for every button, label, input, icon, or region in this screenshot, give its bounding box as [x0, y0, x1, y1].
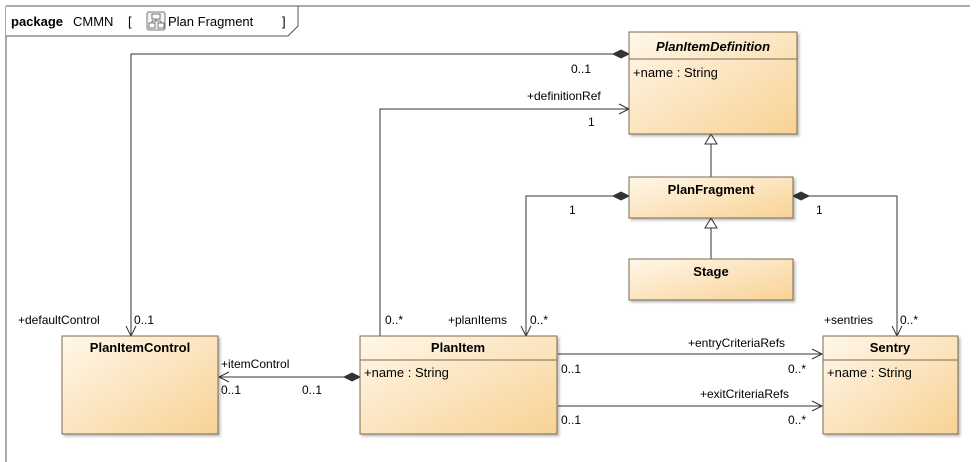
multiplicity-label: 1: [816, 203, 823, 217]
multiplicity-label: 0..1: [561, 413, 581, 427]
class-name: PlanItemDefinition: [656, 39, 770, 54]
generalization-arrow: [704, 217, 718, 229]
multiplicity-label: 1: [588, 115, 595, 129]
class-name: PlanFragment: [668, 182, 755, 197]
class-name: PlanItem: [431, 340, 485, 355]
class-plan-fragment[interactable]: PlanFragment: [628, 176, 794, 219]
assoc-plan-items-line: [525, 195, 629, 336]
assoc-default-control-line: [130, 53, 629, 336]
role-label: +definitionRef: [527, 89, 601, 103]
diagram-bracket-open: [: [128, 14, 132, 29]
composition-diamond: [342, 372, 362, 382]
role-label: +planItems: [448, 313, 507, 327]
multiplicity-label: 0..1: [221, 383, 241, 397]
role-label: +exitCriteriaRefs: [700, 387, 789, 401]
arrowhead: [217, 371, 230, 383]
role-label: +defaultControl: [18, 313, 100, 327]
class-diagram-icon: [146, 11, 166, 31]
package-keyword: package: [11, 14, 63, 29]
multiplicity-label: 0..*: [788, 362, 806, 376]
class-sentry[interactable]: Sentry +name : String: [822, 335, 959, 435]
multiplicity-label: 0..1: [134, 313, 154, 327]
multiplicity-label: 1: [569, 203, 576, 217]
class-name: PlanItemControl: [90, 340, 190, 355]
diagram-name: Plan Fragment: [168, 14, 254, 29]
generalization-arrow: [704, 133, 718, 145]
class-stage[interactable]: Stage: [628, 258, 794, 301]
multiplicity-label: 0..*: [385, 313, 403, 327]
class-attribute: +name : String: [633, 65, 718, 80]
multiplicity-label: 0..1: [302, 383, 322, 397]
assoc-definition-ref-line: [379, 108, 629, 336]
package-name: CMMN: [73, 14, 113, 29]
role-label: +sentries: [824, 313, 873, 327]
diagram-bracket-close: ]: [282, 14, 286, 29]
class-plan-item-control[interactable]: PlanItemControl: [61, 335, 219, 435]
composition-diamond: [791, 191, 811, 201]
multiplicity-label: 0..1: [561, 362, 581, 376]
class-plan-item-definition[interactable]: PlanItemDefinition +name : String: [628, 31, 798, 135]
role-label: +entryCriteriaRefs: [688, 336, 785, 350]
multiplicity-label: 0..*: [530, 313, 548, 327]
class-name: Sentry: [870, 340, 911, 355]
class-name: Stage: [693, 264, 728, 279]
class-attribute: +name : String: [364, 365, 449, 380]
composition-diamond: [611, 191, 631, 201]
assoc-sentries-line: [793, 195, 898, 336]
arrowhead: [811, 348, 824, 360]
class-attribute: +name : String: [827, 365, 912, 380]
multiplicity-label: 0..*: [900, 313, 918, 327]
multiplicity-label: 0..1: [571, 62, 591, 76]
composition-diamond: [611, 49, 631, 59]
package-frame: package CMMN [ Plan Fragment ]: [5, 5, 970, 462]
association-labels: 0..1 +defaultControl 0..1 +definitionRef…: [18, 62, 918, 427]
associations: [125, 49, 903, 412]
class-plan-item[interactable]: PlanItem +name : String: [359, 335, 558, 435]
multiplicity-label: 0..*: [788, 413, 806, 427]
role-label: +itemControl: [221, 357, 289, 371]
arrowhead: [811, 400, 824, 412]
